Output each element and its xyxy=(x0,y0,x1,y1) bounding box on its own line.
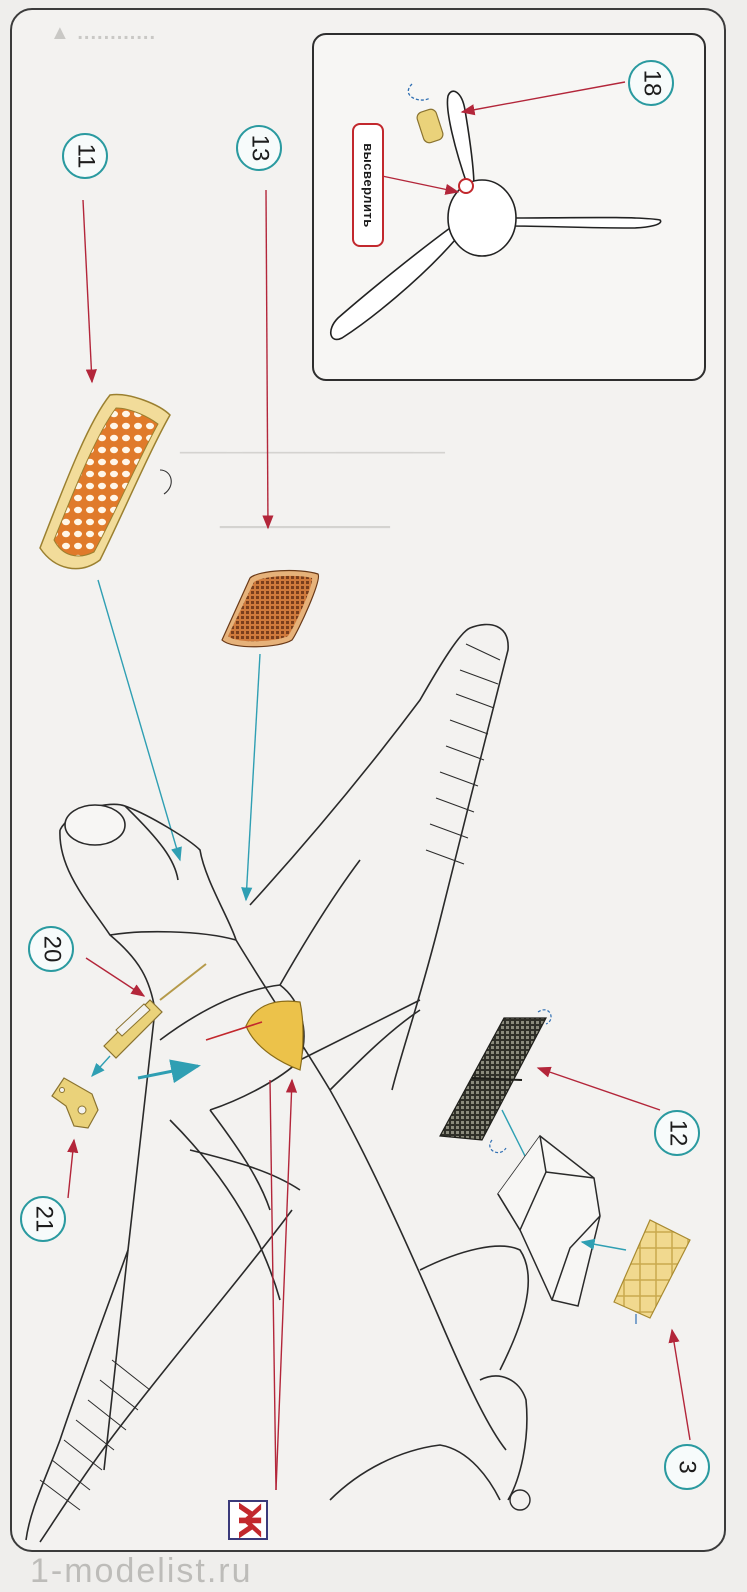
arrow-11-to-model xyxy=(97,579,182,862)
arrow-21-to-20 xyxy=(91,1055,111,1078)
drill-instruction-text: высверлить xyxy=(360,142,376,228)
arrow-3-to-scoop xyxy=(580,1238,627,1251)
callout-21: 21 xyxy=(20,1196,66,1242)
callout-3-number: 3 xyxy=(673,1460,701,1474)
arrow-13-to-model xyxy=(241,653,261,902)
arrow-pin xyxy=(137,1059,201,1084)
callout-13: 13 xyxy=(236,125,282,171)
drill-instruction-label: высверлить xyxy=(352,123,384,247)
callout-21-number: 21 xyxy=(29,1205,57,1233)
arrow-3 xyxy=(668,1328,691,1441)
part-11-grille xyxy=(39,393,172,570)
watermark: 1-modelist.ru xyxy=(30,1552,253,1590)
callout-18-number: 18 xyxy=(637,69,665,97)
arrow-step xyxy=(275,1078,298,1491)
callout-12-number: 12 xyxy=(663,1119,691,1147)
callout-18: 18 xyxy=(628,60,674,106)
callout-11-number: 11 xyxy=(71,143,99,169)
arrow-step-line xyxy=(269,1079,277,1491)
part-13-mesh xyxy=(221,569,319,648)
aircraft-outline xyxy=(25,623,531,1543)
callout-11: 11 xyxy=(62,133,108,179)
callout-13-number: 13 xyxy=(245,134,273,162)
callout-12: 12 xyxy=(654,1110,700,1156)
radiator-scoop xyxy=(497,1134,601,1307)
part-21-bracket xyxy=(51,1077,99,1129)
callout-3: 3 xyxy=(664,1444,710,1490)
part-3-panel xyxy=(613,1219,691,1324)
step-letter: Ж xyxy=(230,1501,266,1539)
ghost-header-bleed: ▲ ............ xyxy=(50,22,157,44)
callout-20: 20 xyxy=(28,926,74,972)
callout-20-number: 20 xyxy=(37,935,65,963)
arrow-12 xyxy=(536,1066,661,1111)
part-20-frame xyxy=(103,963,207,1059)
step-letter-badge: Ж xyxy=(228,1500,268,1540)
arrow-11 xyxy=(82,199,97,384)
arrow-20 xyxy=(85,957,146,997)
part-12-radiator xyxy=(439,1009,552,1154)
arrow-13 xyxy=(262,189,274,530)
arrow-21 xyxy=(67,1138,79,1199)
flap-part xyxy=(205,1000,304,1071)
